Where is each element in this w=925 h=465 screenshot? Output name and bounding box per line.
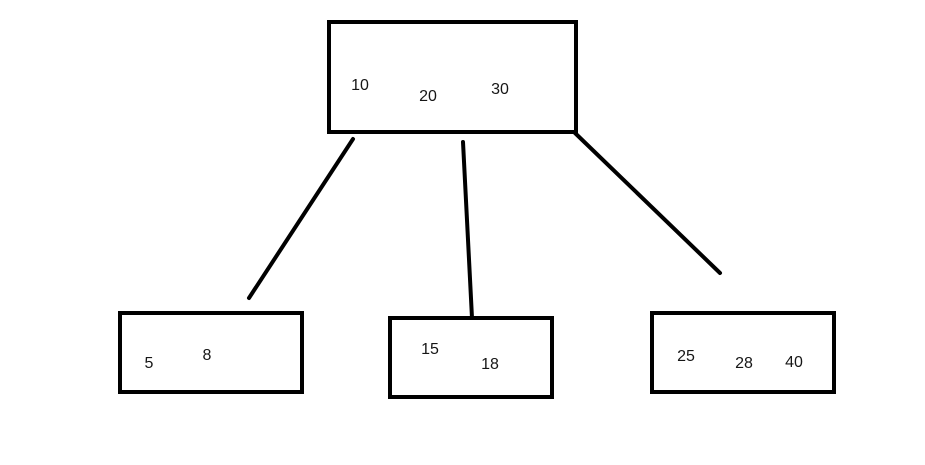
root-key-2: 30 — [491, 81, 509, 98]
root-node — [327, 20, 578, 134]
right-child-node — [650, 311, 836, 394]
right-child-key-1: 28 — [735, 355, 753, 372]
root-key-0: 10 — [351, 77, 369, 94]
edge-root-to-left-child — [247, 137, 355, 300]
edge-root-to-middle-child — [461, 140, 474, 320]
right-child-key-2: 40 — [785, 354, 803, 371]
middle-child-key-0: 15 — [421, 341, 439, 358]
edge-root-to-right-child — [573, 131, 722, 275]
middle-child-node — [388, 316, 554, 399]
root-key-1: 20 — [419, 88, 437, 105]
left-child-node — [118, 311, 304, 394]
left-child-key-0: 5 — [144, 355, 154, 372]
right-child-key-0: 25 — [677, 348, 695, 365]
middle-child-key-1: 18 — [481, 356, 499, 373]
left-child-key-1: 8 — [202, 347, 212, 364]
